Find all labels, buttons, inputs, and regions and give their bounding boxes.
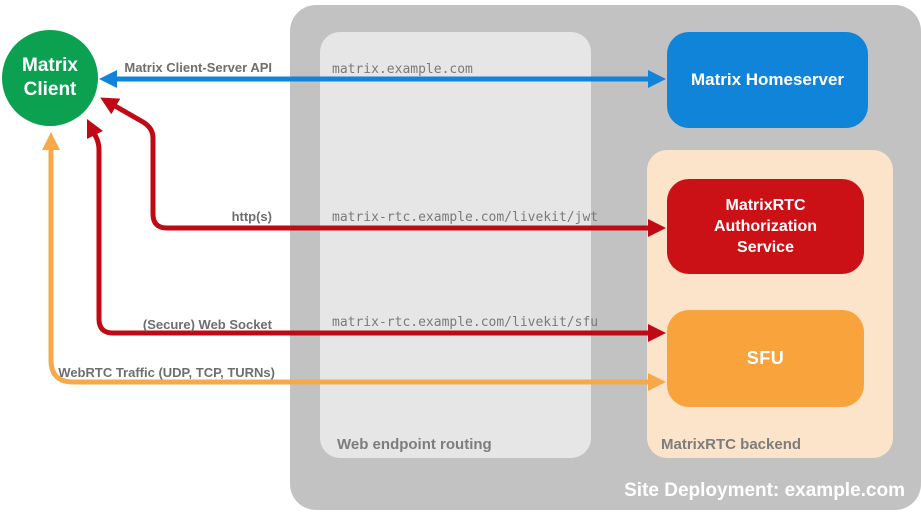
route-label-homeserver: matrix.example.com bbox=[332, 62, 473, 77]
connection-label-client-server-api: Matrix Client-Server API bbox=[124, 60, 272, 75]
matrix-client-node: Matrix Client bbox=[2, 30, 98, 126]
matrix-homeserver-label: Matrix Homeserver bbox=[690, 70, 845, 89]
sfu-node: SFU bbox=[667, 310, 864, 407]
matrix-client-label: Matrix Client bbox=[22, 55, 78, 100]
connection-label-https: http(s) bbox=[231, 209, 272, 224]
matrixrtc-auth-service-label: MatrixRTC Authorization Service bbox=[713, 197, 818, 256]
site-deployment-label: Site Deployment: example.com bbox=[624, 480, 905, 501]
web-endpoint-routing-label: Web endpoint routing bbox=[337, 436, 492, 453]
matrix-homeserver-node: Matrix Homeserver bbox=[667, 32, 868, 128]
web-endpoint-routing-group bbox=[320, 32, 591, 458]
sfu-label: SFU bbox=[746, 348, 785, 368]
matrixrtc-auth-service-node: MatrixRTC Authorization Service bbox=[667, 179, 864, 274]
connection-label-websocket: (Secure) Web Socket bbox=[142, 317, 272, 332]
route-label-livekit-jwt: matrix-rtc.example.com/livekit/jwt bbox=[332, 210, 599, 225]
connection-label-webrtc: WebRTC Traffic (UDP, TCP, TURNs) bbox=[58, 365, 275, 380]
route-label-livekit-sfu: matrix-rtc.example.com/livekit/sfu bbox=[332, 315, 599, 330]
matrixrtc-backend-label: MatrixRTC backend bbox=[661, 436, 802, 453]
